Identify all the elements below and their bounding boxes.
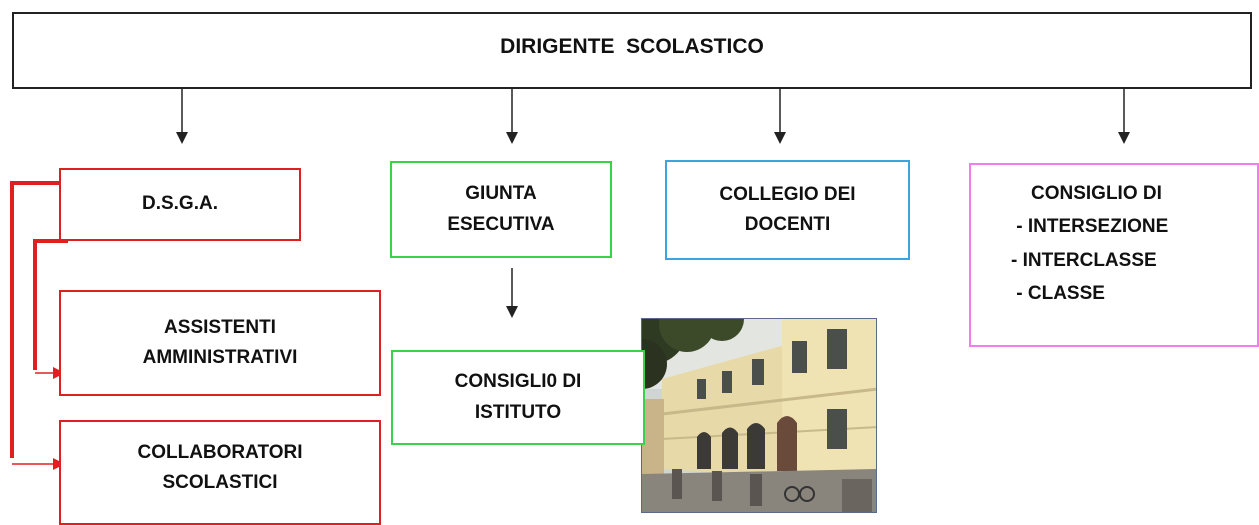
collegio-line1: COLLEGIO DEI (719, 183, 856, 205)
red-bracket-outer (10, 181, 59, 458)
dirigente-scolastico-label: DIRIGENTE SCOLASTICO (500, 35, 764, 58)
consiglio-organi-line1: CONSIGLIO DI (1031, 183, 1162, 204)
red-bracket-inner (33, 239, 68, 370)
consiglio-istituto-box: CONSIGLI0 DI ISTITUTO (391, 350, 645, 445)
consiglio-istituto-line2: ISTITUTO (474, 401, 562, 423)
consiglio-organi-box: CONSIGLIO DI - INTERSEZIONE - INTERCLASS… (969, 163, 1259, 347)
consiglio-organi-line4: - CLASSE (1011, 282, 1105, 304)
dsga-box: D.S.G.A. (59, 168, 301, 241)
consiglio-istituto-line1: CONSIGLI0 DI (454, 371, 582, 393)
collegio-line2: DOCENTI (744, 214, 831, 235)
giunta-line2: ESECUTIVA (447, 213, 555, 235)
collaboratori-line2: SCOLASTICI (162, 472, 278, 494)
collaboratori-scolastici-box: COLLABORATORI SCOLASTICI (59, 420, 381, 525)
consiglio-organi-line2: - INTERSEZIONE (1011, 216, 1169, 238)
collaboratori-line1: COLLABORATORI (137, 442, 303, 463)
giunta-esecutiva-box: GIUNTA ESECUTIVA (390, 161, 612, 258)
assistenti-line1: ASSISTENTI (164, 316, 276, 338)
dsga-label: D.S.G.A. (141, 193, 218, 215)
assistenti-line2: AMMINISTRATIVI (142, 347, 298, 368)
dirigente-scolastico-box: DIRIGENTE SCOLASTICO (12, 12, 1252, 89)
consiglio-organi-line3: - INTERCLASSE (1011, 249, 1157, 271)
giunta-line1: GIUNTA (465, 183, 537, 205)
assistenti-amministrativi-box: ASSISTENTI AMMINISTRATIVI (59, 290, 381, 396)
collegio-docenti-box: COLLEGIO DEI DOCENTI (665, 160, 910, 260)
school-building-photo (641, 318, 877, 513)
